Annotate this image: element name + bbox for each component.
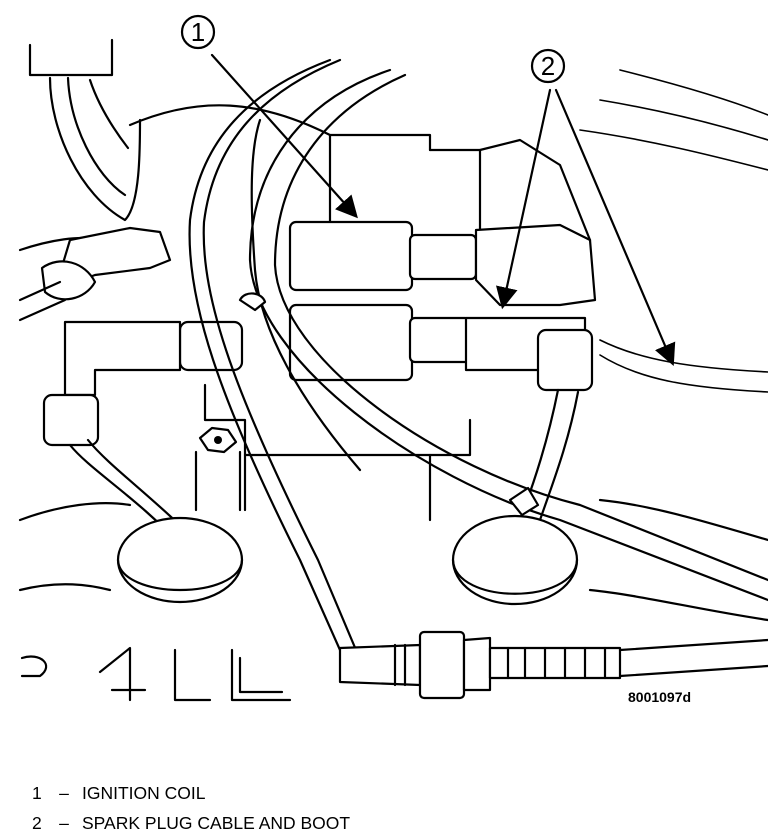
- callout-2: 2: [496, 48, 676, 367]
- legend-label: SPARK PLUG CABLE AND BOOT: [82, 813, 351, 833]
- legend: 1–IGNITION COIL 2–SPARK PLUG CABLE AND B…: [32, 778, 350, 838]
- ignition-coil: [178, 220, 478, 522]
- figure-id: 8001097d: [628, 689, 692, 705]
- lower-hose-fitting: [338, 630, 768, 700]
- legend-item: 2–SPARK PLUG CABLE AND BOOT: [32, 808, 350, 838]
- legend-label: IGNITION COIL: [82, 783, 206, 803]
- spark-plug-cables: [188, 58, 768, 652]
- legend-separator: –: [59, 813, 69, 833]
- callout-2-label: 2: [541, 51, 555, 81]
- spark-plug-boot-left: [18, 226, 244, 604]
- callout-1: 1: [180, 14, 358, 219]
- legend-number: 1: [32, 783, 42, 803]
- legend-separator: –: [59, 783, 69, 803]
- legend-item: 1–IGNITION COIL: [32, 778, 350, 808]
- callout-1-arrow: [210, 53, 358, 219]
- callout-2-arrow-b: [554, 88, 676, 367]
- mounting-bolt: [194, 426, 242, 512]
- legend-number: 2: [32, 813, 42, 833]
- engine-background: [18, 69, 768, 622]
- casting-marks: [20, 646, 292, 702]
- top-left-bracket: [28, 38, 142, 222]
- engine-diagram: 1 2: [18, 14, 768, 702]
- callout-2-arrow-a: [496, 88, 552, 310]
- spark-plug-boot-right: [451, 223, 597, 606]
- callout-1-label: 1: [191, 17, 205, 47]
